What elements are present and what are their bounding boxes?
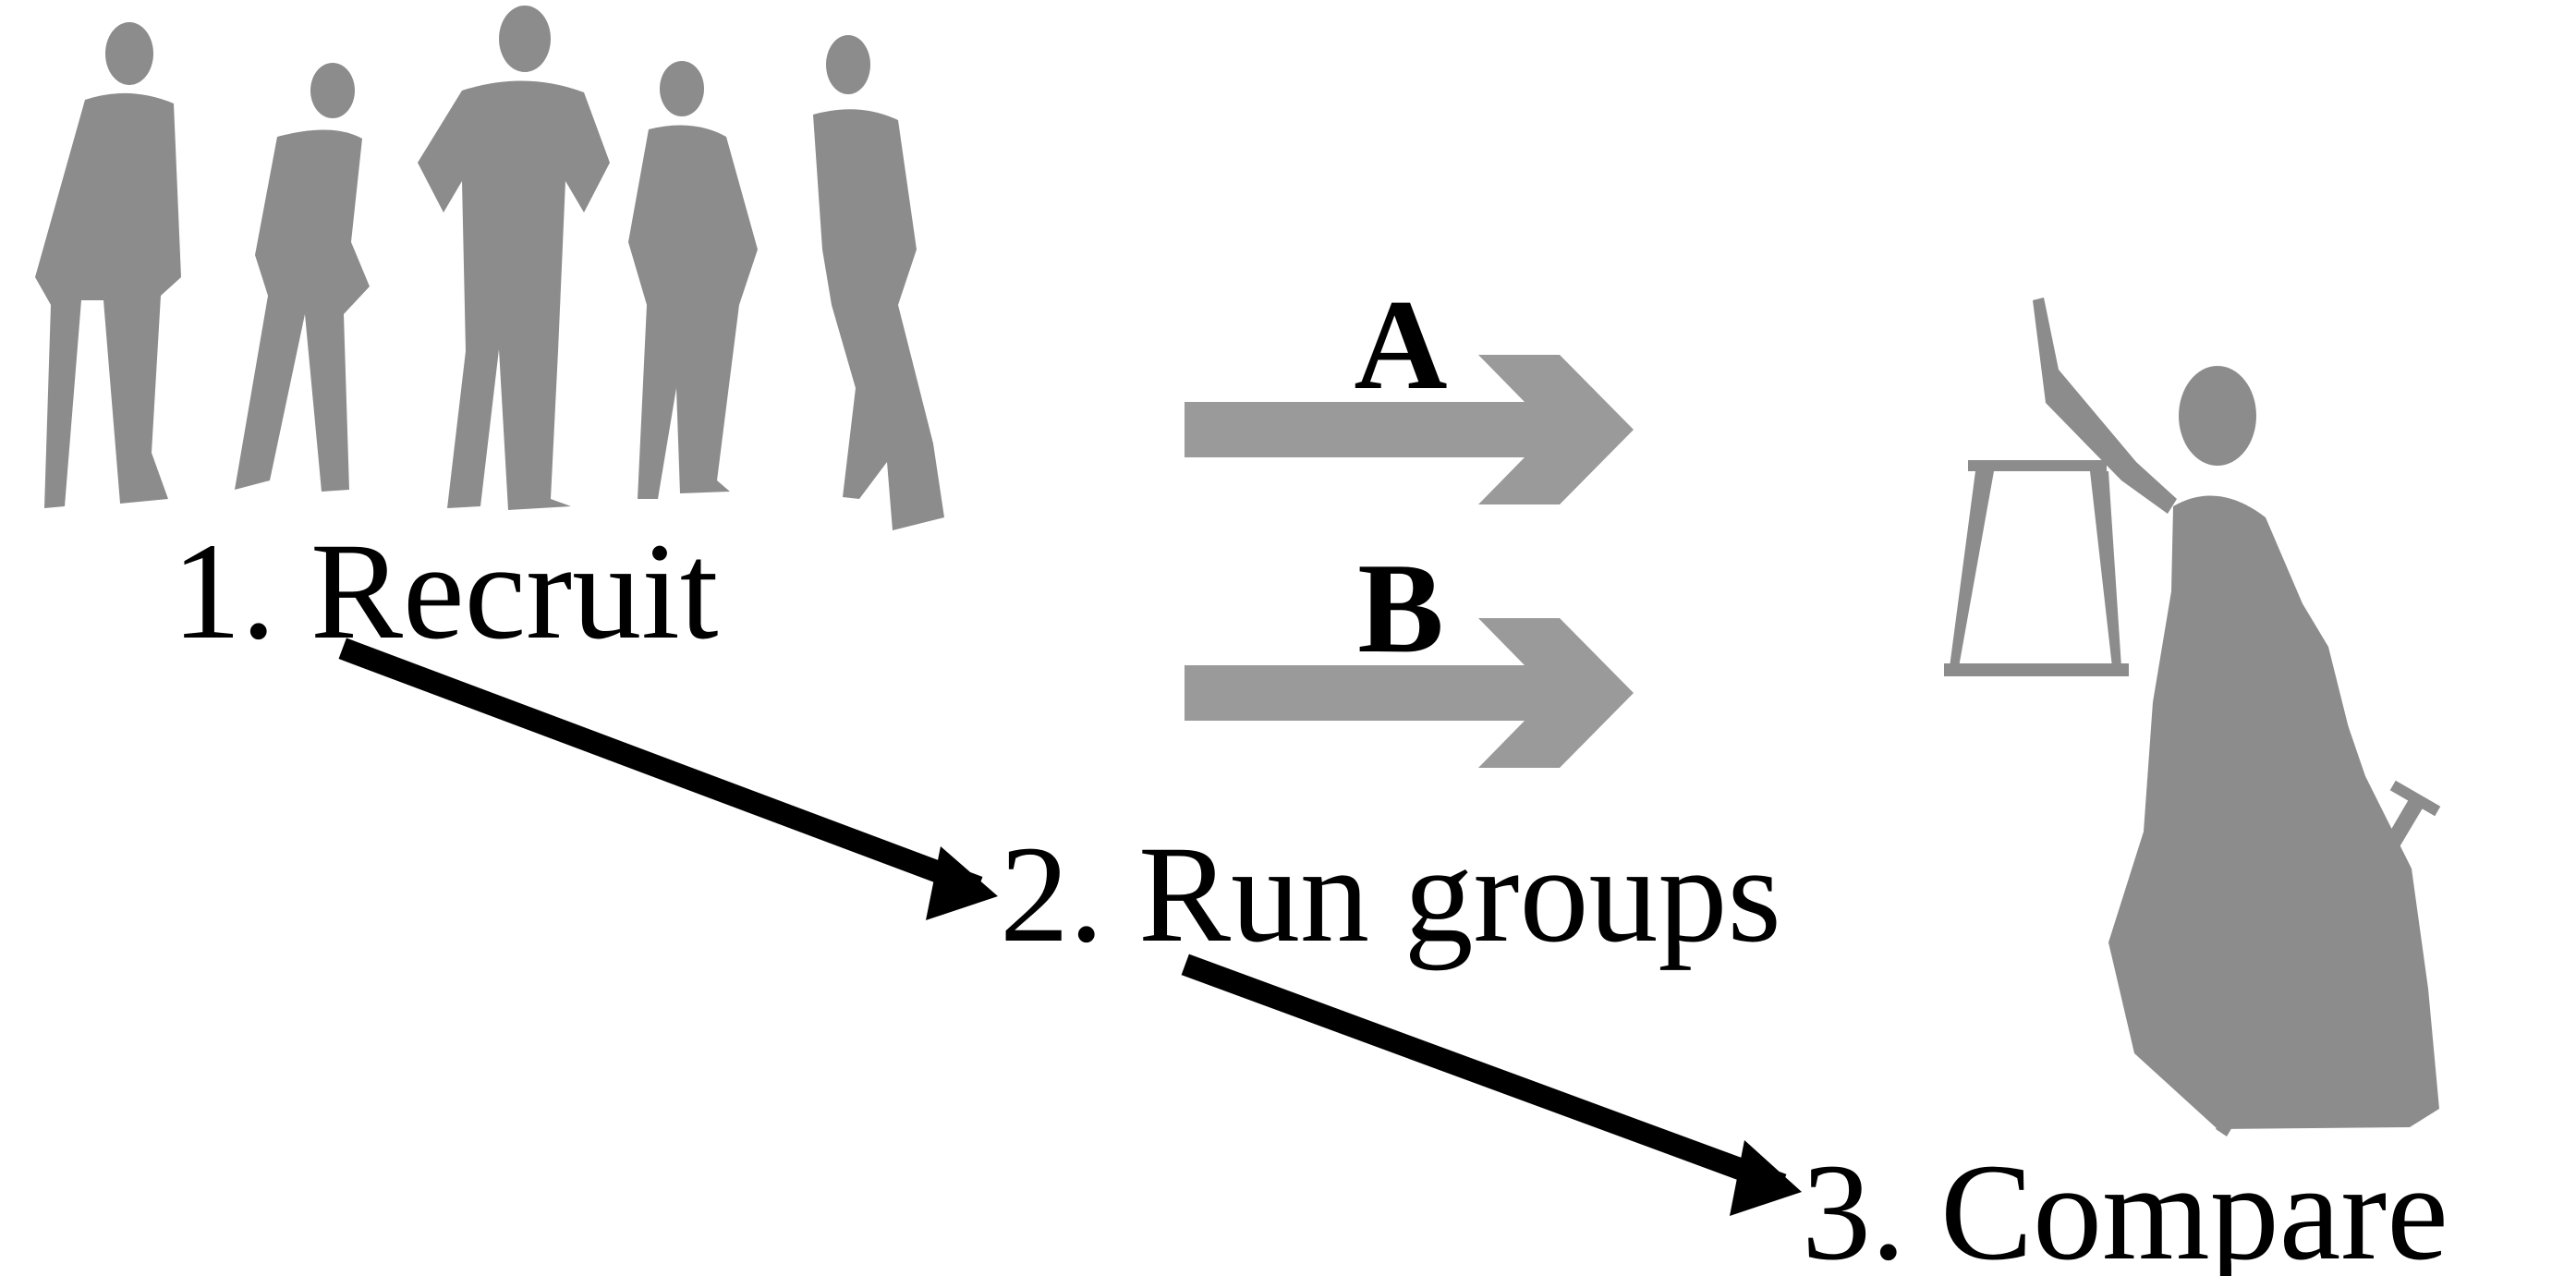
group-b-label: B [1357, 537, 1443, 680]
group-a-label: A [1354, 273, 1447, 417]
person-silhouette-icon [235, 63, 370, 492]
flow-arrow-run-to-compare-icon [1181, 954, 1802, 1216]
person-silhouette-icon [813, 35, 944, 530]
step-run-groups-label: 2. Run groups [1000, 818, 1781, 971]
lady-justice-icon [1944, 298, 2441, 1136]
group-a-arrow-icon [1185, 355, 1634, 504]
person-silhouette-icon [35, 22, 181, 508]
people-group-silhouette-icon [35, 6, 944, 530]
person-silhouette-icon [628, 61, 758, 499]
person-silhouette-icon [418, 6, 610, 510]
flow-arrow-recruit-to-run-icon [338, 638, 998, 920]
step-recruit-label: 1. Recruit [172, 515, 719, 668]
group-b-arrow-icon [1185, 618, 1634, 768]
step-compare-label: 3. Compare [1802, 1136, 2448, 1276]
